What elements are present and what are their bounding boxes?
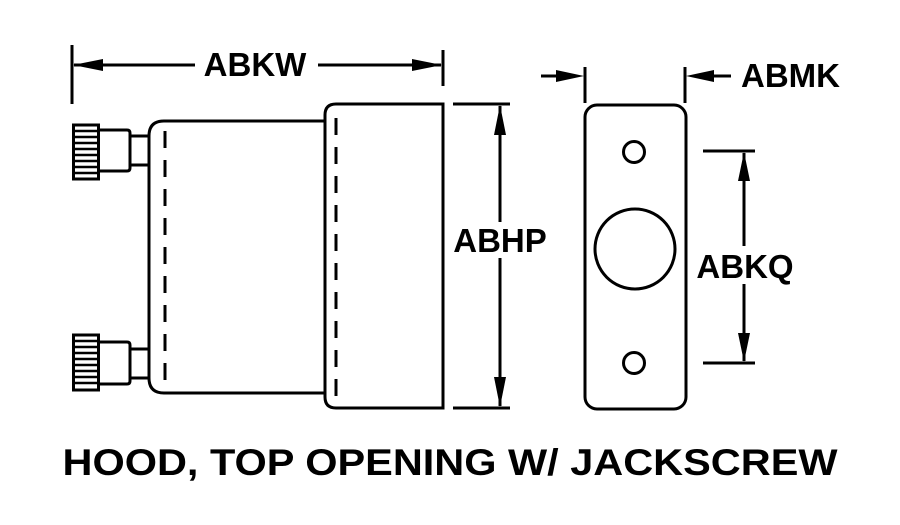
mounting-hole-bottom [622,351,646,375]
knurled-knob-bottom [72,333,100,392]
abkq-label: ABKQ [696,248,793,285]
abmk-arrow-right-icon [556,70,584,82]
side-view [72,102,445,410]
knurled-knob-top [72,123,100,181]
diagram-caption: HOOD, TOP OPENING W/ JACKSCREW [63,442,838,483]
dimension-abhp: ABHP [453,102,547,410]
abkw-arrow-right-icon [412,59,442,71]
knurl-lines-bottom [75,339,97,385]
abmk-arrow-left-icon [686,70,714,82]
dimension-abkq: ABKQ [696,149,794,365]
abkq-arrow-down-icon [738,333,750,362]
abhp-arrow-up-icon [494,105,506,135]
abkw-arrow-left-icon [73,59,103,71]
dimension-abkw: ABKW [70,45,445,104]
dimension-abmk: ABMK [541,57,840,103]
jackscrew-neck-top [99,128,132,173]
connector-body [147,119,325,395]
end-plate [583,103,688,411]
abhp-arrow-down-icon [494,377,506,407]
abkq-arrow-up-icon [738,152,750,181]
abhp-label: ABHP [453,222,547,259]
end-view [583,103,688,411]
hood [323,102,445,410]
jackscrew-neck-bottom [99,340,132,386]
mounting-hole-top [622,140,646,164]
abmk-label: ABMK [741,57,840,94]
abkw-label: ABKW [204,46,307,83]
cable-opening [593,207,677,291]
jackscrew-bottom [72,333,149,392]
knurl-lines-top [75,129,97,175]
jackscrew-top [72,123,149,181]
